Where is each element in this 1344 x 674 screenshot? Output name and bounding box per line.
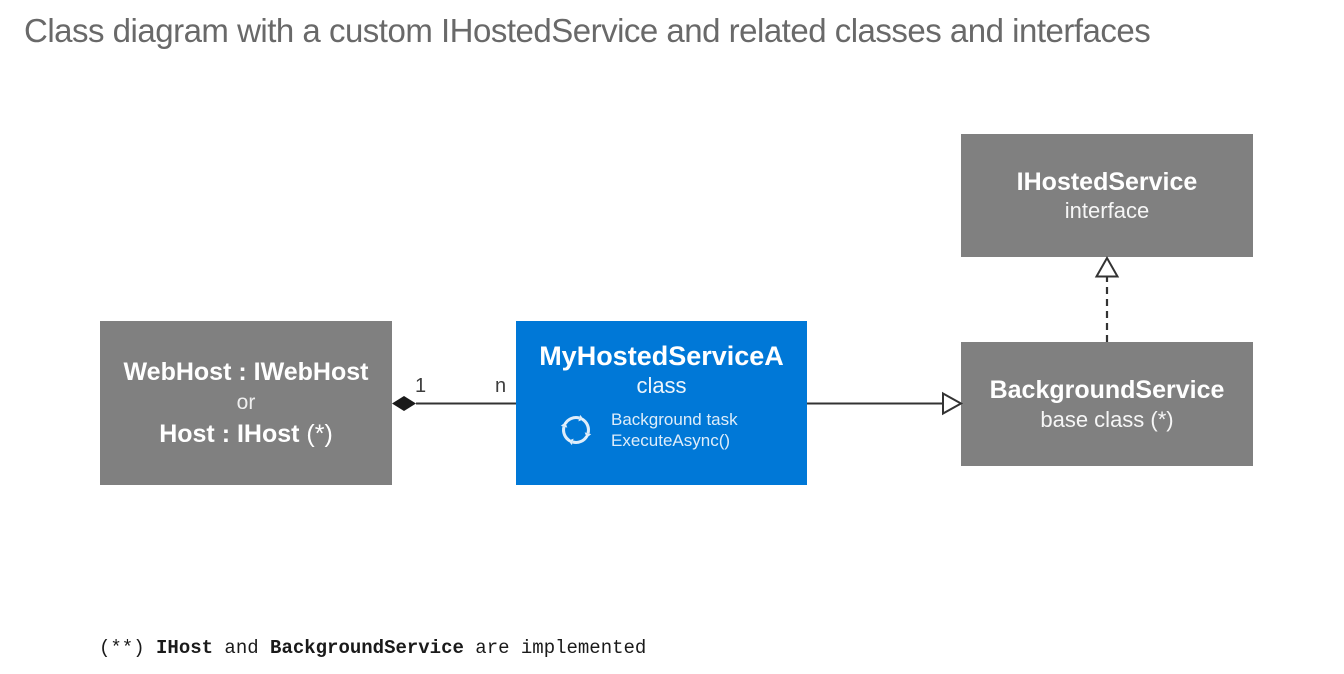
background-task-text: Background task ExecuteAsync() xyxy=(611,409,738,451)
webhost-alt-line: Host : IHost (*) xyxy=(159,420,333,449)
ihostedservice-name: IHostedService xyxy=(1016,167,1198,196)
composition-diamond xyxy=(392,396,416,411)
webhost-title: WebHost : IWebHost xyxy=(123,357,369,386)
node-ihostedservice: IHostedService interface xyxy=(961,134,1253,257)
node-myhostedservicea: MyHostedServiceA class Background task E… xyxy=(516,321,807,485)
footnote: (**) IHost and BackgroundService are imp… xyxy=(99,583,646,674)
webhost-or-text: or xyxy=(236,391,256,415)
inheritance-arrowhead xyxy=(942,391,964,416)
task-label: Background task xyxy=(611,410,738,430)
myhostedservicea-stereotype: class xyxy=(636,373,687,399)
sync-arrows-icon xyxy=(559,413,593,447)
webhost-alt-note: (*) xyxy=(299,419,333,448)
task-method: ExecuteAsync() xyxy=(611,431,731,451)
footnote-line-1: (**) IHost and BackgroundService are imp… xyxy=(99,637,647,659)
backgroundservice-name: BackgroundService xyxy=(989,376,1225,405)
backgroundservice-stereotype: base class (*) xyxy=(1040,406,1174,432)
ihostedservice-stereotype: interface xyxy=(1064,198,1150,224)
multiplicity-target: n xyxy=(495,375,507,397)
page-title: Class diagram with a custom IHostedServi… xyxy=(24,12,1151,49)
node-webhost: WebHost : IWebHost or Host : IHost (*) xyxy=(100,321,392,485)
background-task-row: Background task ExecuteAsync() xyxy=(554,409,738,451)
webhost-alt-bold: Host : IHost xyxy=(159,419,300,448)
multiplicity-source: 1 xyxy=(415,375,427,397)
realization-arrowhead xyxy=(1094,255,1120,278)
node-backgroundservice: BackgroundService base class (*) xyxy=(961,342,1253,466)
myhostedservicea-name: MyHostedServiceA xyxy=(539,341,784,371)
